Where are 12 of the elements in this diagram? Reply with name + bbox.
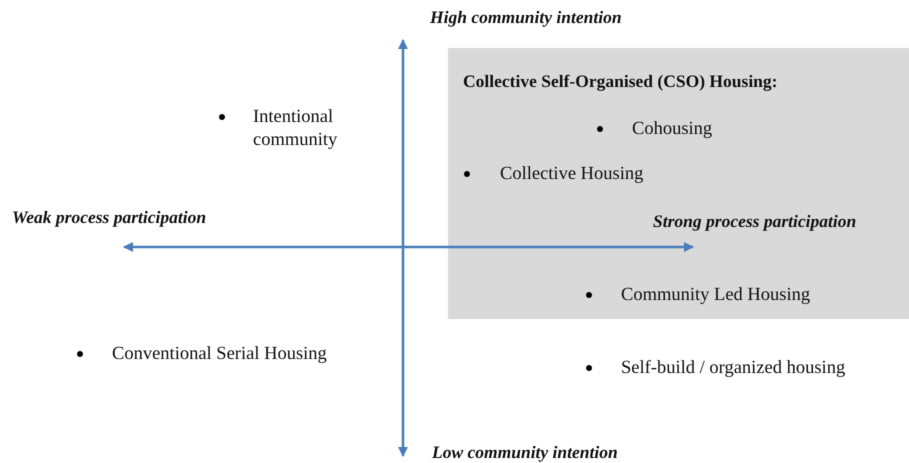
category-panel xyxy=(448,48,909,319)
list-item-text: Conventional Serial Housing xyxy=(112,342,327,366)
list-item-text: Cohousing xyxy=(632,118,712,140)
list-item-text: Self-build / organized housing xyxy=(621,356,846,380)
axis-label: Strong process participation xyxy=(653,210,856,232)
axis-label: Weak process participation xyxy=(12,206,206,228)
panel-heading: Collective Self-Organised (CSO) Housing: xyxy=(463,70,778,92)
axis-label: High community intention xyxy=(430,6,622,28)
axis-label: Low community intention xyxy=(432,441,618,463)
list-item-text: Community Led Housing xyxy=(621,284,810,306)
list-item-text: Collective Housing xyxy=(500,162,644,186)
list-item-text: Intentional community xyxy=(253,106,338,152)
